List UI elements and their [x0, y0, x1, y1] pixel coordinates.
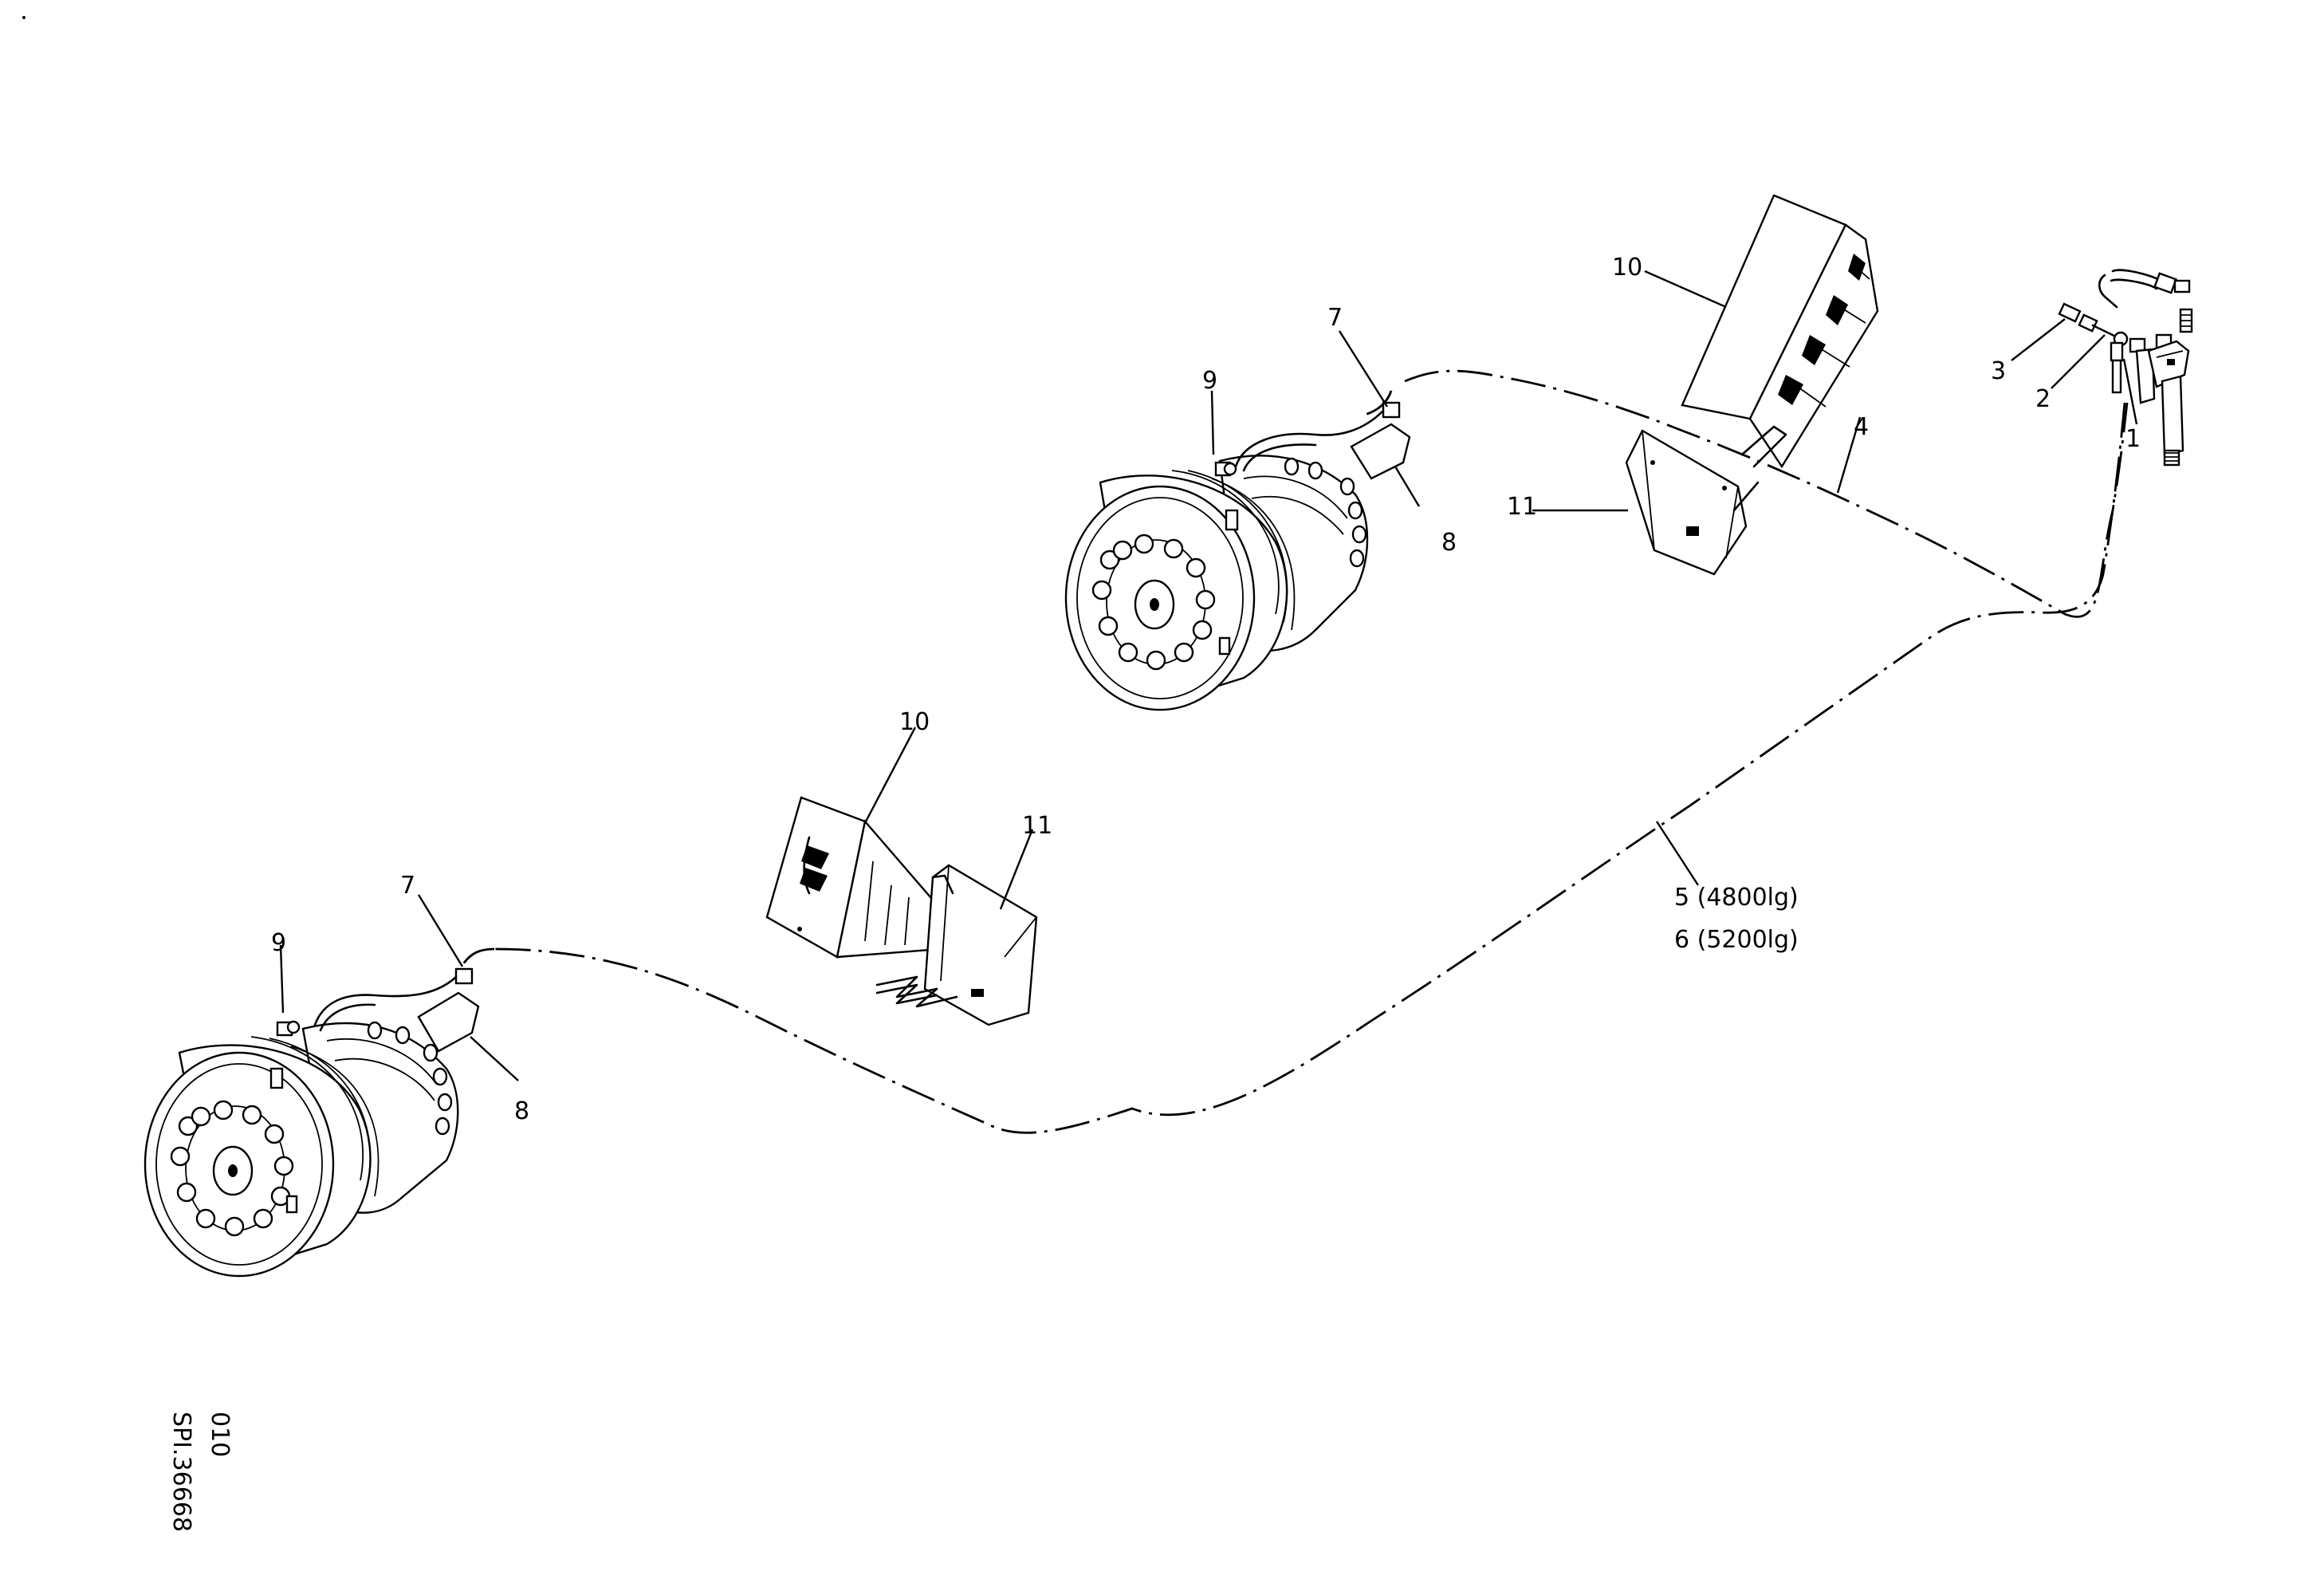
wheel-chock-lower-10 — [765, 796, 942, 959]
brake-line-5-6 — [461, 402, 2126, 1134]
callout-5: 5 (4800lg) — [1674, 884, 1799, 912]
callout-9-lower: 9 — [271, 929, 286, 957]
leader-lines — [279, 270, 2138, 1081]
wheel-studs-lower — [170, 1100, 294, 1237]
brake-bracket-upper — [1350, 423, 1411, 480]
chock-holder-upper-11 — [1625, 425, 1787, 576]
callouts: 1 2 3 4 5 (4800lg) 6 (5200lg) 7 7 8 8 9 … — [271, 254, 2141, 1125]
callout-8-lower: 8 — [514, 1097, 529, 1125]
callout-6: 6 (5200lg) — [1674, 926, 1799, 954]
callout-1: 1 — [2125, 425, 2141, 453]
drawing-reference: SPI.36668 010 — [167, 1412, 234, 1532]
mounting-bolts-lower-rear — [367, 1021, 453, 1136]
callout-4: 4 — [1854, 413, 1869, 441]
chock-holder-lower-11 — [875, 864, 1038, 1026]
wheel-chock-upper-10 — [1681, 194, 1879, 469]
brake-line-4 — [1364, 369, 2129, 618]
banjo-fitting-lower-7 — [454, 967, 474, 985]
callout-11-upper: 11 — [1507, 493, 1537, 521]
callout-3: 3 — [1991, 357, 2006, 385]
callout-11-lower: 11 — [1022, 812, 1052, 840]
callout-7-upper: 7 — [1327, 304, 1343, 332]
brake-valve-assembly — [2058, 269, 2193, 467]
callout-10-upper: 10 — [1612, 254, 1642, 282]
brake-bracket-lower — [417, 991, 480, 1053]
drawing-number: SPI.36668 — [167, 1412, 195, 1532]
mounting-bolts-upper-rear — [1284, 457, 1367, 568]
drawing-sheet: 010 — [206, 1412, 234, 1457]
hub-motor-upper — [1064, 401, 1411, 711]
callout-2: 2 — [2035, 385, 2051, 413]
hub-motor-lower — [144, 967, 480, 1278]
callout-9-upper: 9 — [1202, 367, 1217, 395]
wheel-studs-upper — [1091, 534, 1216, 671]
banjo-bolt-2 — [2110, 341, 2124, 362]
callout-8-upper: 8 — [1441, 529, 1457, 557]
callout-10-lower: 10 — [899, 708, 930, 736]
callout-7-lower: 7 — [400, 872, 415, 900]
